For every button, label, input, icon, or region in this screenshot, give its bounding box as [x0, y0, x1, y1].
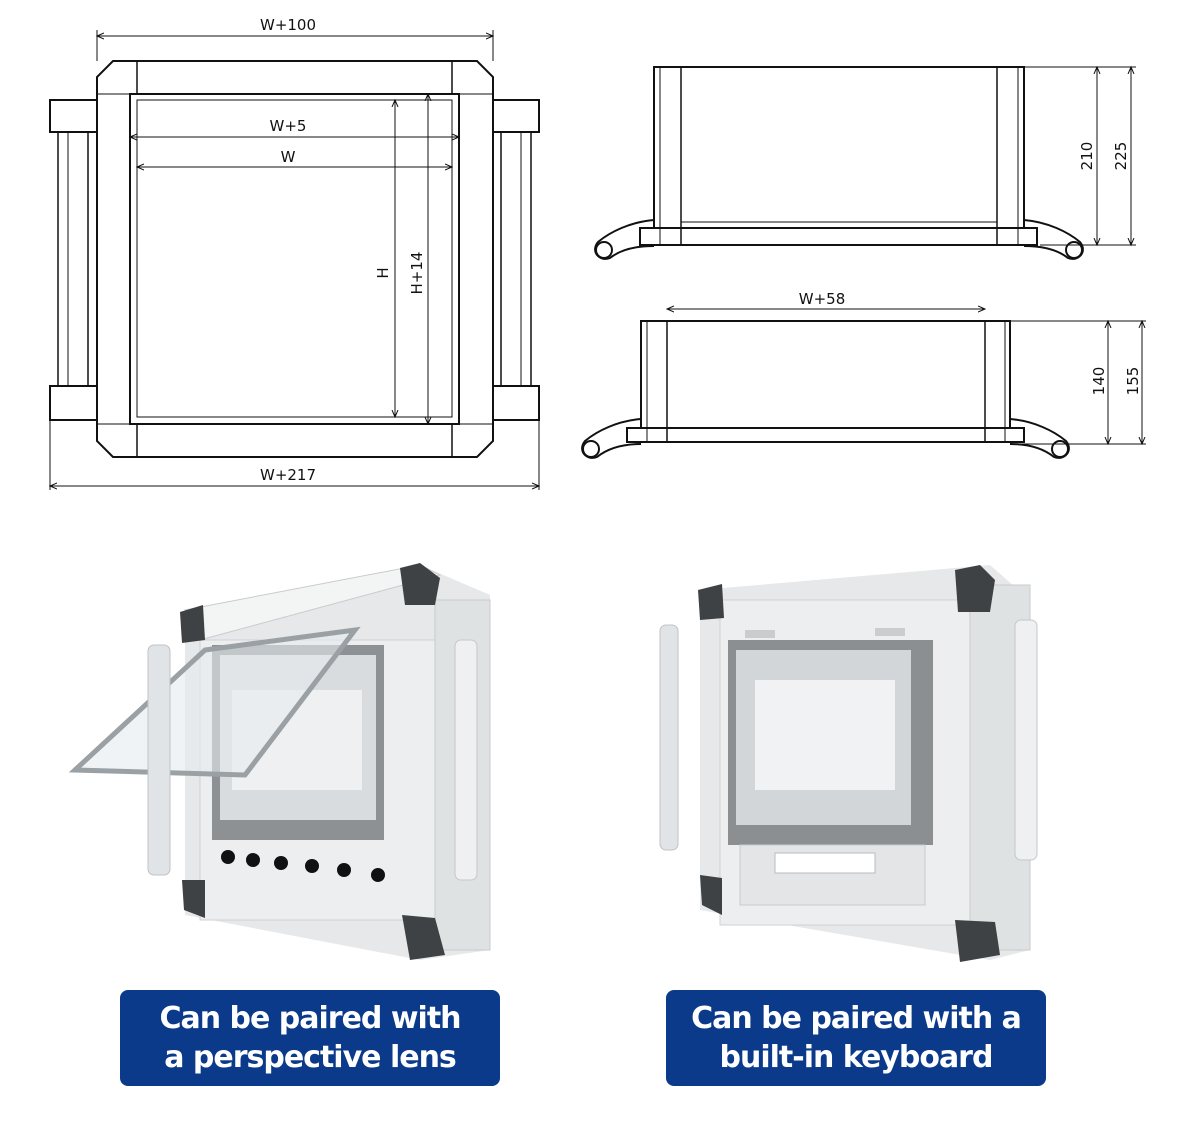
side-view-bottom-dimensions [667, 309, 1146, 444]
dim-h: H [374, 267, 392, 278]
side-view-top-drawing [594, 66, 1084, 260]
dim-w-plus-58: W+58 [799, 290, 846, 308]
enclosure-with-keyboard-image [659, 565, 1038, 962]
dim-w-plus-5: W+5 [270, 117, 307, 135]
dim-210: 210 [1078, 142, 1096, 171]
side-view-bottom-drawing [581, 320, 1070, 459]
dim-h-plus-14: H+14 [408, 252, 426, 295]
dim-w-plus-100: W+100 [260, 16, 316, 34]
dim-155: 155 [1124, 367, 1142, 396]
dim-225: 225 [1112, 142, 1130, 171]
dim-140: 140 [1090, 367, 1108, 396]
caption-line: Can be paired with a [691, 1001, 1022, 1036]
enclosure-with-lens-image [68, 563, 491, 960]
caption-built-in-keyboard: Can be paired with a built-in keyboard [666, 990, 1046, 1086]
caption-perspective-lens: Can be paired with a perspective lens [120, 990, 500, 1086]
caption-line: built-in keyboard [719, 1040, 994, 1075]
caption-line: a perspective lens [164, 1040, 457, 1075]
side-view-top-dimensions [1024, 67, 1136, 245]
front-view-drawing [49, 60, 540, 458]
caption-line: Can be paired with [159, 1001, 461, 1036]
dim-w: W [281, 148, 296, 166]
dim-w-plus-217: W+217 [260, 466, 316, 484]
front-view-dimensions [50, 30, 539, 490]
